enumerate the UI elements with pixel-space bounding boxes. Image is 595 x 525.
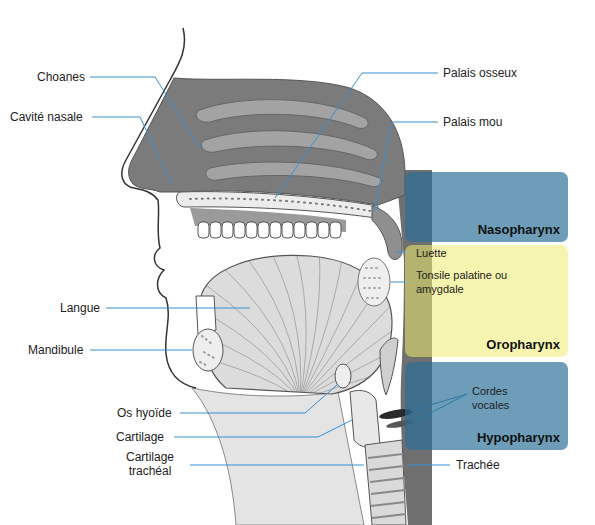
leader-line xyxy=(180,384,338,413)
tooth xyxy=(210,222,221,238)
muscle-fiber xyxy=(168,293,300,400)
epiglottis xyxy=(380,338,398,395)
thyroid-cartilage xyxy=(350,390,380,447)
muscle-fiber xyxy=(210,256,300,400)
turbinate xyxy=(196,100,368,129)
region-name: Oropharynx xyxy=(486,337,560,352)
tooth xyxy=(258,222,269,238)
tooth xyxy=(270,222,281,238)
muscle-fiber xyxy=(235,243,300,400)
part-label: Choanes xyxy=(37,70,85,84)
teeth xyxy=(198,222,341,238)
muscle-fiber xyxy=(262,234,301,400)
part-label: Cavité nasale xyxy=(10,110,83,124)
tooth xyxy=(282,222,293,238)
leader-line xyxy=(92,117,172,185)
turbinate xyxy=(201,131,377,160)
soft-palate xyxy=(372,206,402,260)
tooth xyxy=(198,222,209,238)
tooth xyxy=(294,222,305,238)
region-band: Oropharynx xyxy=(405,245,568,357)
tooth xyxy=(306,222,317,238)
region-name: Hypopharynx xyxy=(477,430,560,445)
tracheal-rings xyxy=(368,454,406,518)
part-label: Os hyoïde xyxy=(117,406,172,420)
part-label: Cartilage xyxy=(116,430,164,444)
leader-line xyxy=(174,420,352,437)
mandible-section xyxy=(193,329,223,371)
neck-tissue xyxy=(192,388,364,525)
part-label: Tonsile palatine ou amygdale xyxy=(416,268,508,296)
part-label: Palais osseux xyxy=(443,66,517,80)
tooth xyxy=(222,222,233,238)
tooth xyxy=(318,222,329,238)
muscle-fiber xyxy=(187,273,300,400)
trachea xyxy=(365,440,406,525)
tooth xyxy=(234,222,245,238)
leader-line xyxy=(106,308,250,309)
tooth xyxy=(330,222,341,238)
leader-line xyxy=(90,350,192,351)
bone-dots xyxy=(200,336,214,366)
muscle-fiber xyxy=(300,278,418,400)
region-name: Nasopharynx xyxy=(478,222,560,237)
tooth xyxy=(246,222,257,238)
tonsil-texture xyxy=(364,268,384,298)
region-band: Nasopharynx xyxy=(405,172,568,242)
lower-incisor xyxy=(196,296,216,334)
tongue-outline xyxy=(199,255,392,394)
part-label: Mandibule xyxy=(28,343,83,357)
leader-line xyxy=(407,465,450,466)
part-label: Cordes vocales xyxy=(472,384,532,412)
leader-line xyxy=(190,465,364,466)
tonsil xyxy=(358,258,390,306)
part-label: Trachée xyxy=(456,458,500,472)
part-label: Luette xyxy=(416,246,447,260)
part-label: Cartilage trachéal xyxy=(116,450,184,478)
part-label: Palais mou xyxy=(443,115,502,129)
nasal-cavity xyxy=(129,78,405,205)
leader-line xyxy=(90,77,200,148)
part-label: Langue xyxy=(60,301,100,315)
bone-dots xyxy=(190,199,370,211)
turbinate xyxy=(206,162,382,187)
face-profile xyxy=(122,28,196,388)
